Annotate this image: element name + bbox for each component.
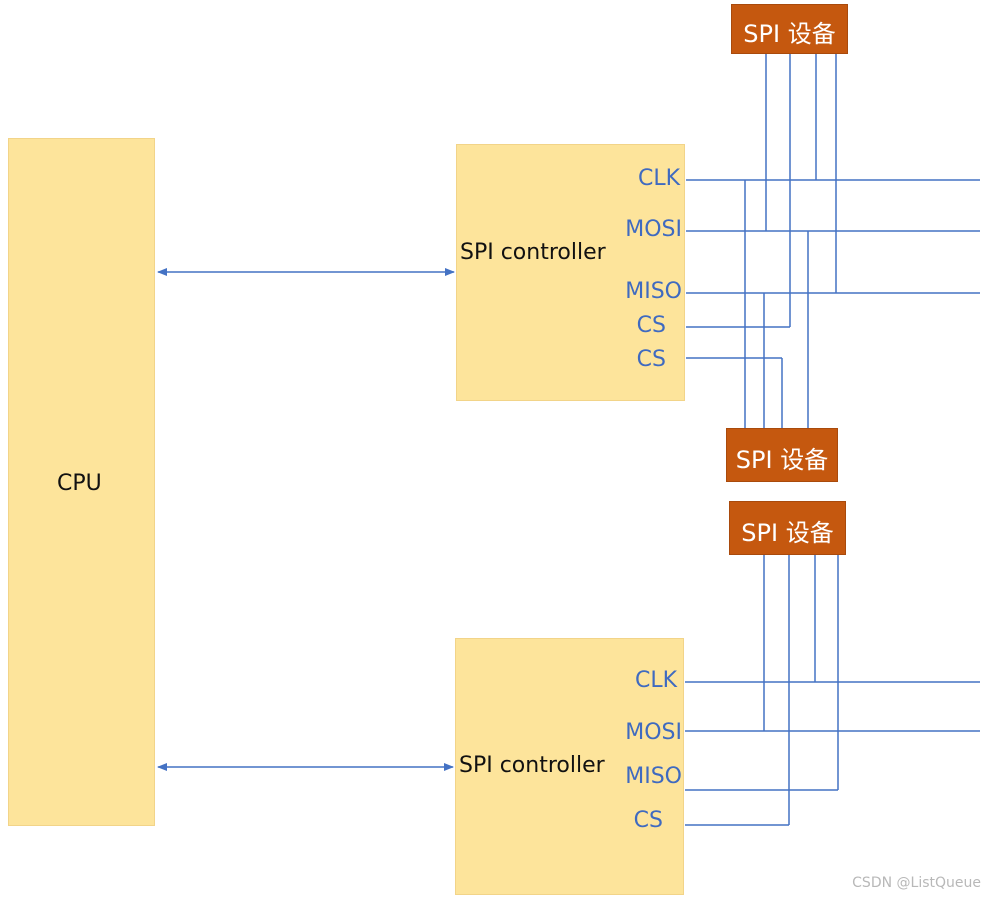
spi-device-middle: SPI 设备 [726, 428, 838, 482]
spi-controller-1 [456, 144, 685, 401]
spi-device-middle-label: SPI 设备 [735, 446, 829, 474]
c2-pin-cs: CS [633, 808, 663, 833]
controller-2-label: SPI controller [459, 753, 605, 778]
c1-pin-miso: MISO [625, 279, 682, 304]
cpu-block: CPU [8, 138, 155, 826]
c2-pin-miso: MISO [625, 764, 682, 789]
cpu-label: CPU [57, 471, 102, 496]
spi-device-bottom: SPI 设备 [729, 501, 846, 555]
watermark: CSDN @ListQueue [852, 875, 981, 891]
spi-device-bottom-label: SPI 设备 [741, 519, 834, 547]
spi-device-top-label: SPI 设备 [743, 20, 836, 48]
c1-pin-cs2: CS [636, 347, 666, 372]
controller-1-label: SPI controller [460, 240, 606, 265]
spi-controller-2 [455, 638, 684, 895]
c1-pin-clk: CLK [637, 166, 680, 191]
c1-pin-mosi: MOSI [625, 217, 682, 242]
spi-device-top: SPI 设备 [731, 4, 848, 54]
c2-pin-clk: CLK [634, 668, 677, 693]
c1-pin-cs1: CS [636, 313, 666, 338]
c2-pin-mosi: MOSI [625, 720, 682, 745]
